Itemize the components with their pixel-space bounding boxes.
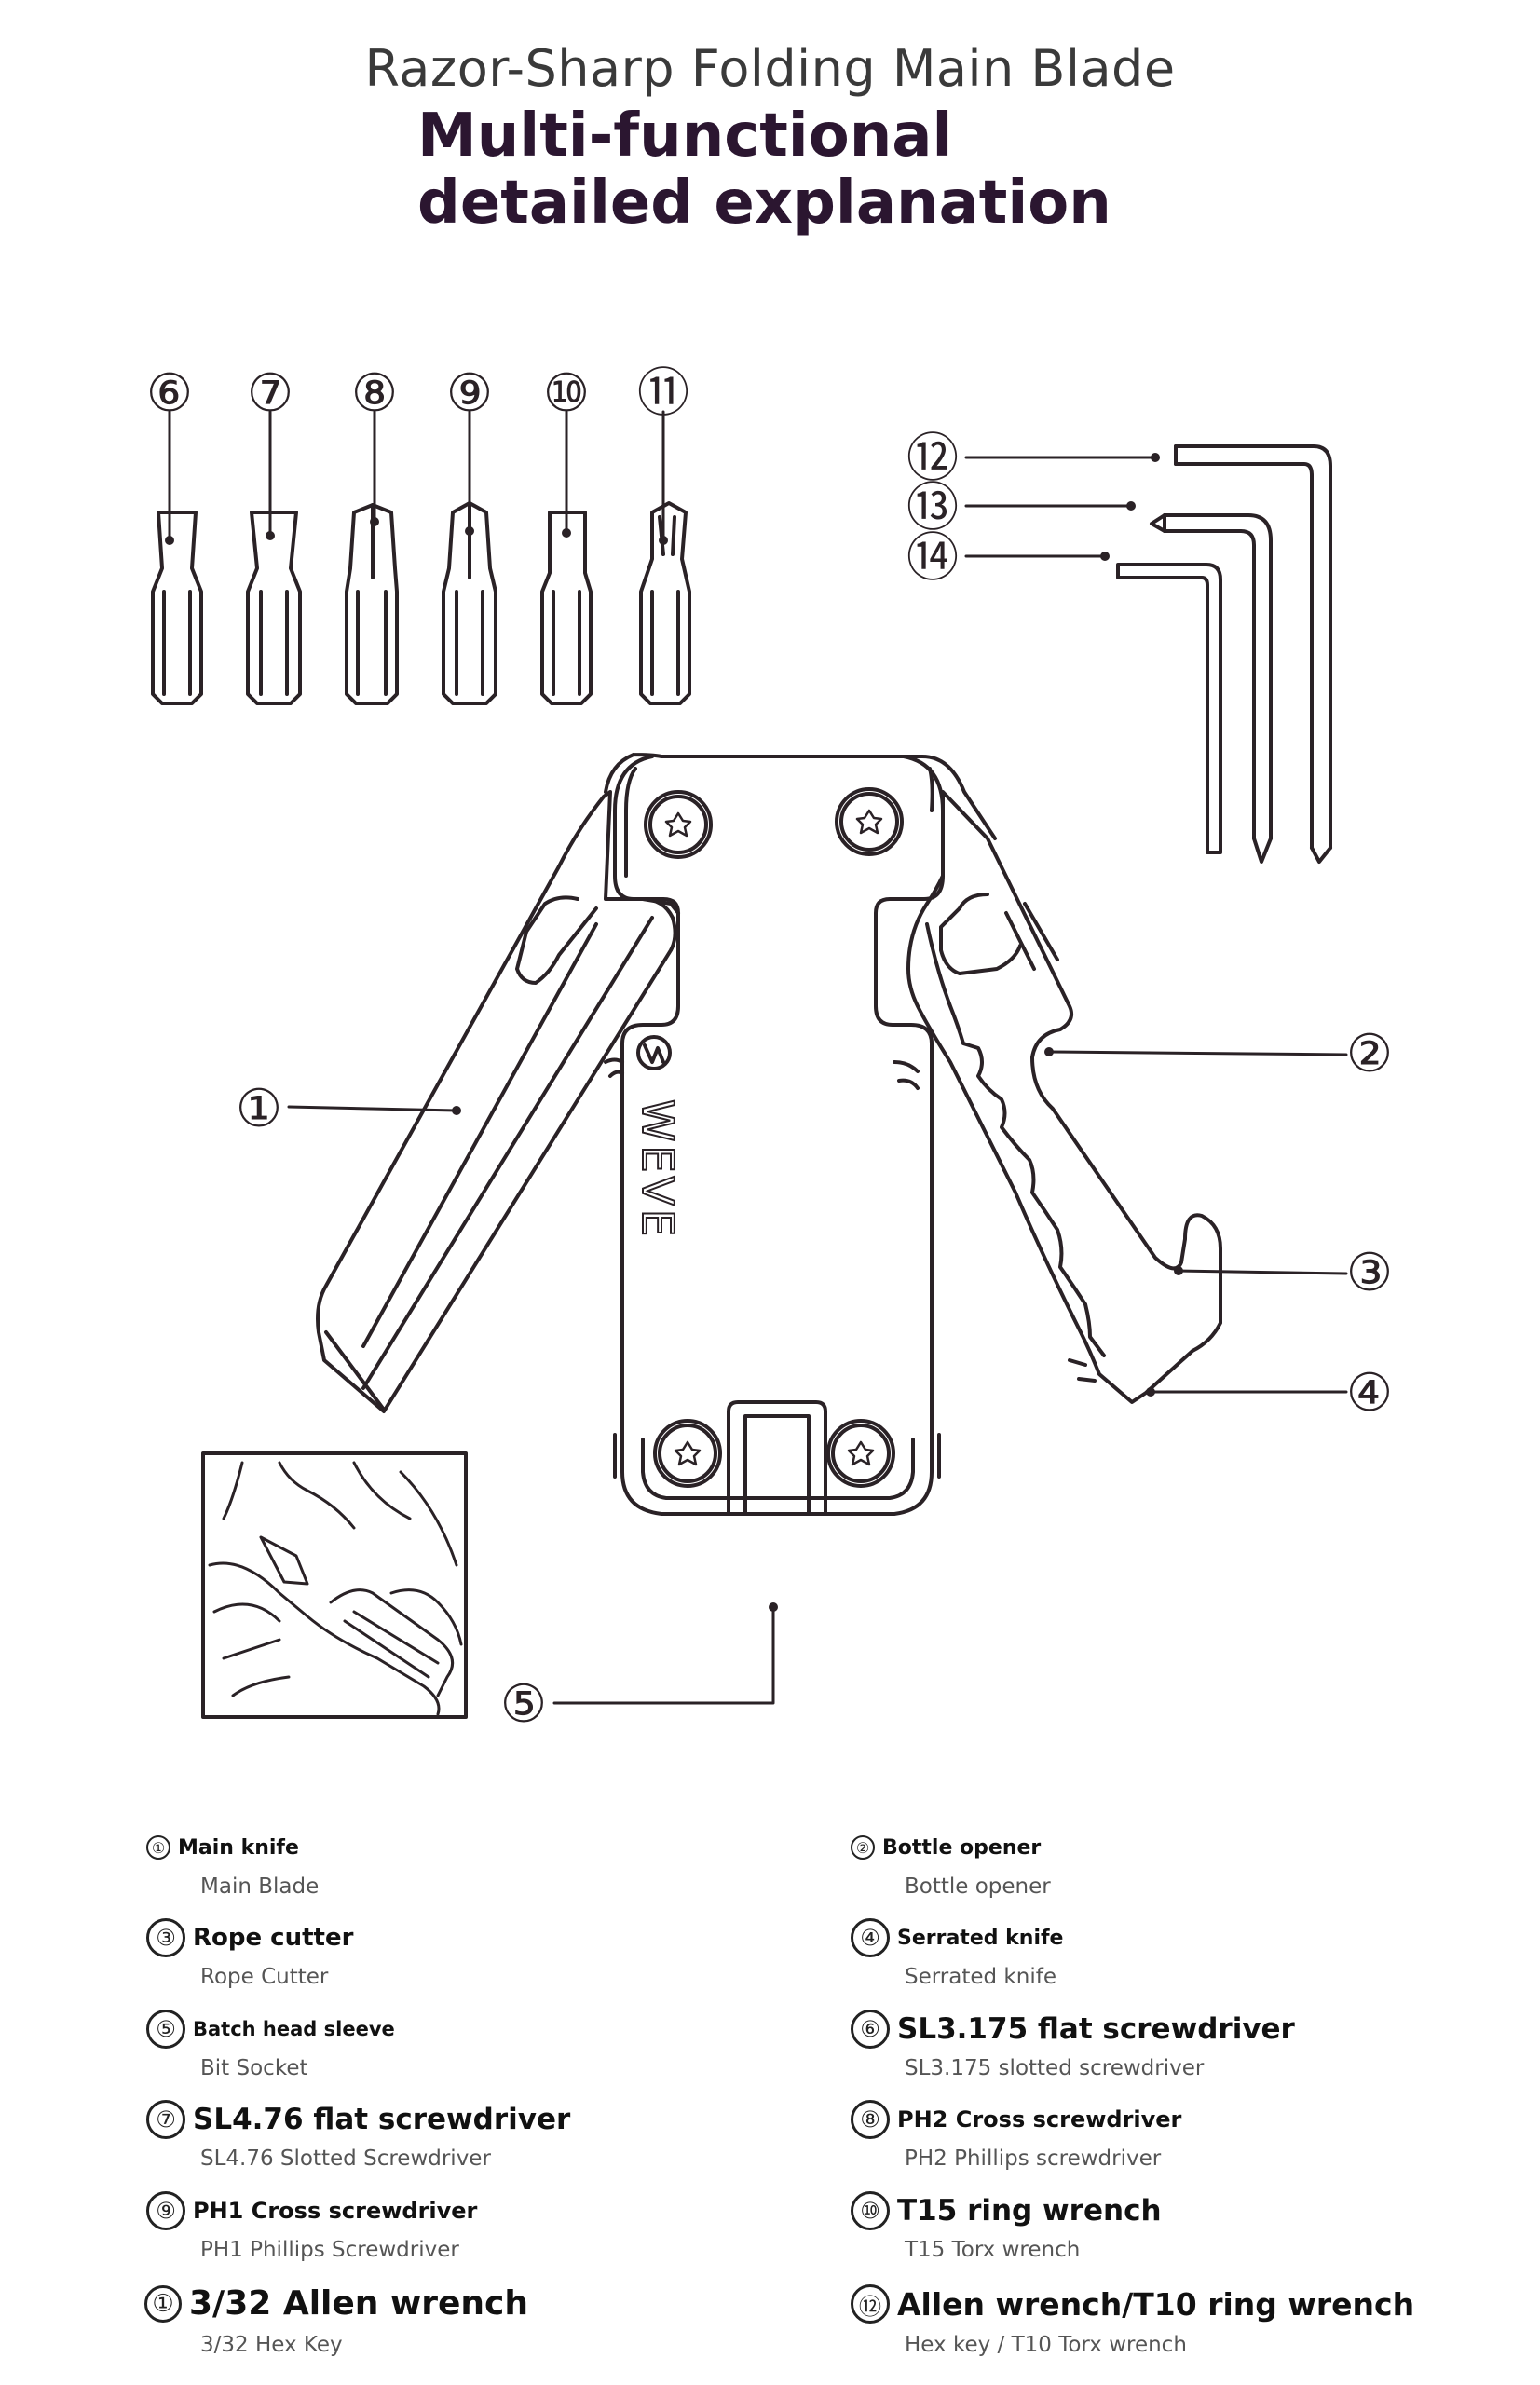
legend-title: Main knife [178, 1835, 299, 1860]
legend-title: SL4.76 flat screwdriver [193, 2103, 571, 2136]
legend-number: ① [144, 2284, 182, 2323]
bit-8-icon [345, 503, 399, 705]
legend-title: PH2 Cross screwdriver [897, 2106, 1182, 2133]
legend-number: ⑨ [146, 2191, 185, 2230]
screw-bottom-right-icon [826, 1419, 895, 1488]
legend-title: Bottle opener [882, 1835, 1042, 1860]
callout-9: ⑨ [446, 363, 493, 424]
callout-8: ⑧ [351, 363, 398, 424]
legend-number: ② [851, 1835, 875, 1860]
legend-number: ⑥ [851, 2010, 890, 2049]
screw-bottom-left-icon [653, 1419, 722, 1488]
legend-subtitle: Hex key / T10 Torx wrench [905, 2333, 1187, 2357]
callout-7: ⑦ [247, 363, 293, 424]
header-title-line1: Multi-functional [417, 102, 953, 170]
legend-subtitle: Bit Socket [200, 2056, 308, 2080]
screw-top-left-icon [644, 790, 713, 859]
legend-number: ⑧ [851, 2100, 890, 2139]
header-title: Multi-functional detailed explanation [417, 102, 1111, 237]
brand-wordmark: WEVE [633, 1099, 683, 1240]
callout-labels: ① ② ③ ④ ⑤ ⑥ ⑦ ⑧ ⑨ ⑩ ⑪ ⑫ ⑬ ⑭ [146, 363, 1393, 1735]
legend-subtitle: Rope Cutter [200, 1965, 329, 1989]
callout-12: ⑫ [906, 429, 959, 489]
l-key-12-icon [1174, 444, 1332, 864]
legend-subtitle: PH1 Phillips Screwdriver [200, 2238, 459, 2262]
callout-10: ⑩ [543, 363, 590, 424]
bit-11-icon [639, 501, 691, 705]
legend-title: Batch head sleeve [193, 2018, 395, 2040]
brand-logo [636, 1035, 672, 1070]
legend-number: ④ [851, 1918, 890, 1957]
legend-subtitle: Main Blade [200, 1874, 320, 1899]
bit-7-icon [246, 511, 302, 705]
legend-title: Serrated knife [897, 1926, 1064, 1950]
legend-title: 3/32 Allen wrench [189, 2284, 528, 2323]
multitool-diagram: WEVE ① ② ③ ④ ⑤ ⑥ ⑦ ⑧ ⑨ ⑩ ⑪ ⑫ ⑬ ⑭ [146, 363, 1393, 1735]
callout-11: ⑪ [637, 363, 689, 424]
legend-number: ⑫ [851, 2284, 890, 2324]
legend-title: SL3.175 flat screwdriver [897, 2012, 1295, 2046]
legend-subtitle: SL4.76 Slotted Screwdriver [200, 2146, 491, 2171]
callout-3: ③ [1346, 1243, 1393, 1303]
legend-title: Rope cutter [193, 1924, 354, 1952]
bottle-opener-tool-icon [893, 790, 1222, 1404]
callout-6: ⑥ [146, 363, 193, 424]
legend-title: PH1 Cross screwdriver [193, 2198, 478, 2224]
screw-top-right-icon [835, 787, 904, 856]
legend-number: ① [146, 1835, 170, 1860]
legend-subtitle: SL3.175 slotted screwdriver [905, 2056, 1205, 2080]
callout-1: ① [236, 1079, 282, 1139]
callout-13: ⑬ [906, 478, 959, 538]
legend-title: T15 ring wrench [897, 2194, 1162, 2228]
inset-photo-icon [201, 1451, 468, 1719]
legend-number: ⑤ [146, 2010, 185, 2049]
header-title-line2: detailed explanation [417, 169, 1111, 238]
leader-lines [168, 410, 1348, 1705]
legend-title: Allen wrench/T10 ring wrench [897, 2285, 1415, 2323]
callout-14: ⑭ [906, 528, 959, 589]
legend-subtitle: Bottle opener [905, 1874, 1051, 1899]
legend-number: ⑦ [146, 2100, 185, 2139]
bit-6-icon [151, 511, 203, 705]
legend-subtitle: PH2 Phillips screwdriver [905, 2146, 1162, 2171]
l-key-13-icon [1150, 513, 1273, 864]
callout-5: ⑤ [500, 1674, 547, 1735]
callout-4: ④ [1346, 1363, 1393, 1424]
leader-dots [165, 453, 1183, 1612]
legend-subtitle: T15 Torx wrench [905, 2238, 1081, 2262]
legend-subtitle: 3/32 Hex Key [200, 2333, 343, 2357]
header-subtitle: Razor-Sharp Folding Main Blade [364, 39, 1176, 98]
legend-subtitle: Serrated knife [905, 1965, 1056, 1989]
legend-number: ⑩ [851, 2191, 890, 2230]
l-key-14-icon [1116, 563, 1222, 854]
main-blade-icon [316, 790, 680, 1413]
bit-10-icon [540, 511, 593, 705]
legend-number: ③ [146, 1918, 185, 1957]
callout-2: ② [1346, 1024, 1393, 1084]
